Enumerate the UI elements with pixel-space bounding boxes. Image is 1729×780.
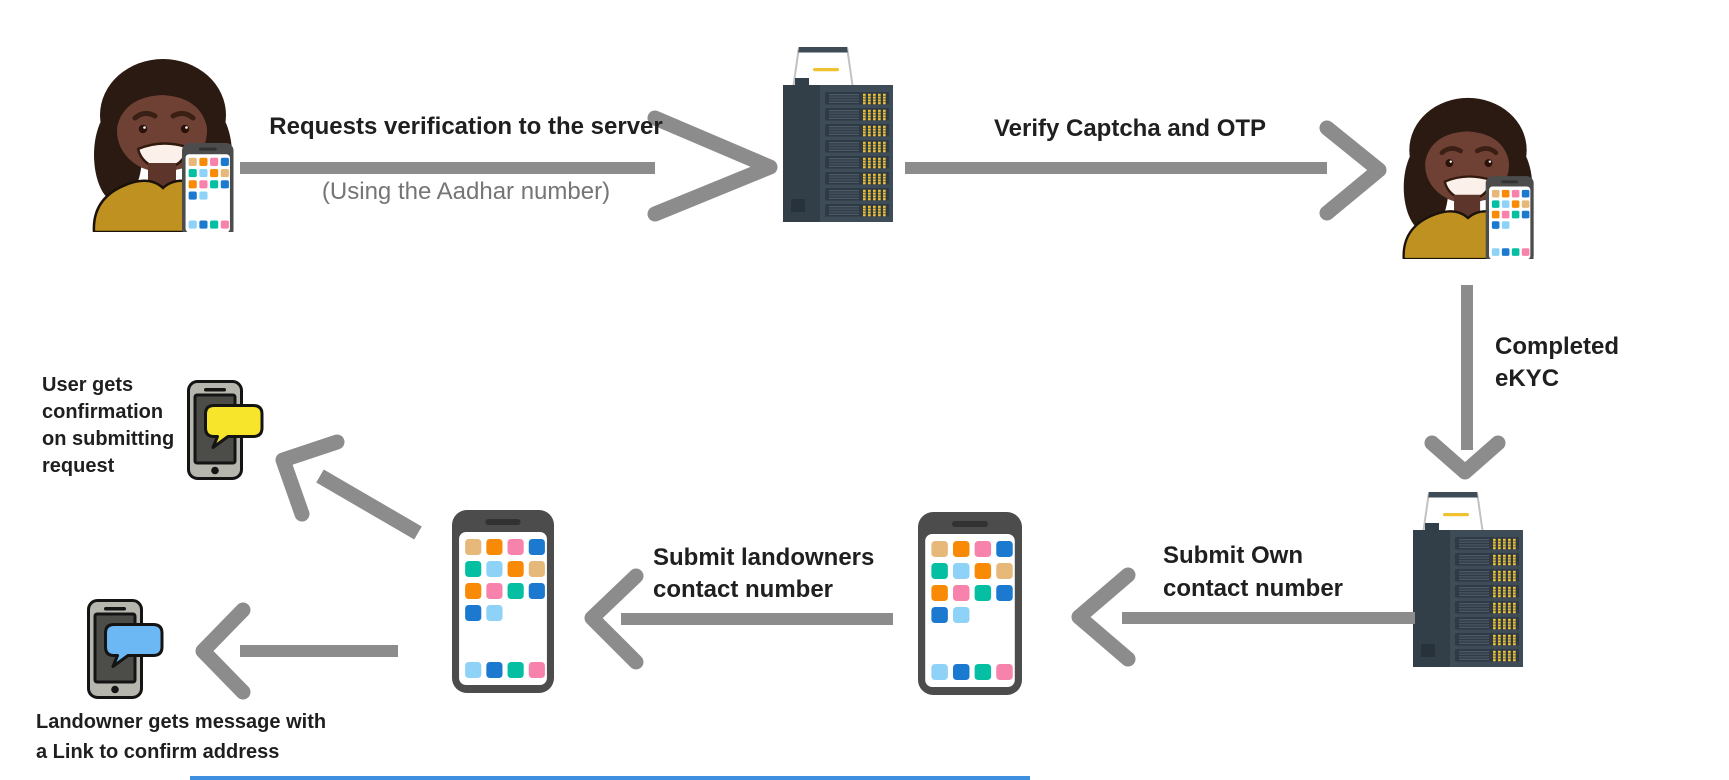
arrow-right-request-verification xyxy=(240,110,778,222)
server-icon xyxy=(783,47,893,222)
arrow-right-verify-captcha xyxy=(905,120,1387,221)
smartphone-icon xyxy=(452,510,554,693)
yellow-chat-bubble-icon xyxy=(204,404,264,449)
arrow-left-submit-landowner-contact xyxy=(584,568,893,670)
label-user-gets-confirmation: User gets confirmation on submitting req… xyxy=(42,374,175,477)
label-completed-ekyc: Completed eKYC xyxy=(1495,333,1620,392)
label-submit-own-contact: Submit Own contact number xyxy=(1163,542,1344,602)
woman-with-phone-icon xyxy=(88,57,238,232)
arrow-down-completed-ekyc xyxy=(1424,285,1506,480)
smartphone-icon xyxy=(918,512,1022,695)
arrow-left-submit-own-contact xyxy=(1071,567,1415,667)
label-submit-landowners-contact: Submit landowners contact number xyxy=(653,544,875,603)
arrow-left-landowner-message xyxy=(195,602,398,700)
blue-chat-bubble-icon xyxy=(104,623,164,668)
woman-with-phone-icon xyxy=(1398,96,1538,259)
server-icon xyxy=(1413,492,1523,667)
bottom-blue-bar xyxy=(190,776,1030,780)
label-requests-verification: Requests verification to the server xyxy=(269,113,663,140)
arrow-upleft-user-confirmation xyxy=(275,434,422,540)
label-landowner-gets-message: Landowner gets message with a Link to co… xyxy=(36,711,327,763)
label-verify-captcha-otp: Verify Captcha and OTP xyxy=(993,115,1267,142)
label-using-aadhar-number: (Using the Aadhar number) xyxy=(321,178,611,205)
